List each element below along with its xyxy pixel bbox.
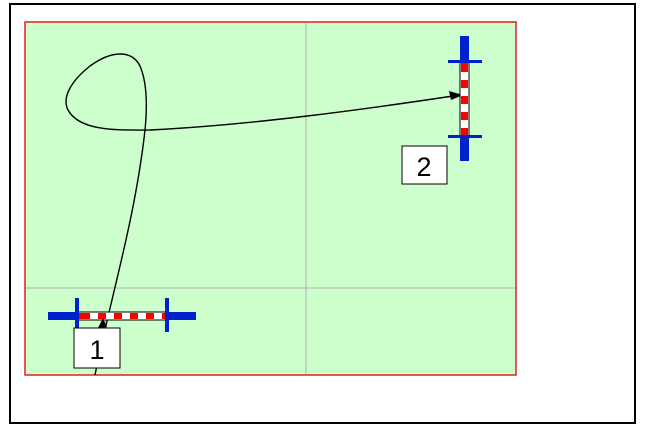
gate-1-gap <box>106 313 114 319</box>
field-area <box>24 21 517 376</box>
gate-1-post-left <box>75 298 79 332</box>
marker-label-1-text: 1 <box>89 335 104 365</box>
gate-2-gap <box>461 120 468 128</box>
gate-1-post-right <box>165 298 169 332</box>
marker-label-2-text: 2 <box>416 152 431 182</box>
gate-2-gap <box>461 72 468 80</box>
gate-2-gap <box>461 104 468 112</box>
gate-2-post-top <box>448 60 482 63</box>
marker-label-1-box <box>73 327 121 369</box>
path-arrowhead <box>449 91 463 100</box>
gate-1-gap <box>138 313 146 319</box>
gate-1-gap <box>122 313 130 319</box>
gate-2-stripe-red <box>461 63 468 135</box>
marker-label-2-box <box>401 145 448 185</box>
flight-path <box>65 53 454 376</box>
gate-1 <box>48 298 196 332</box>
gate-1-gap <box>154 313 162 319</box>
marker-label-2: 2 <box>401 145 448 185</box>
gate-1-gap <box>90 313 98 319</box>
gate-2 <box>448 36 482 161</box>
marker-label-1: 1 <box>73 327 121 369</box>
gate-1-arrowhead <box>98 318 107 328</box>
gate-2-post-bottom <box>448 135 482 138</box>
gate-2-gap <box>461 88 468 96</box>
